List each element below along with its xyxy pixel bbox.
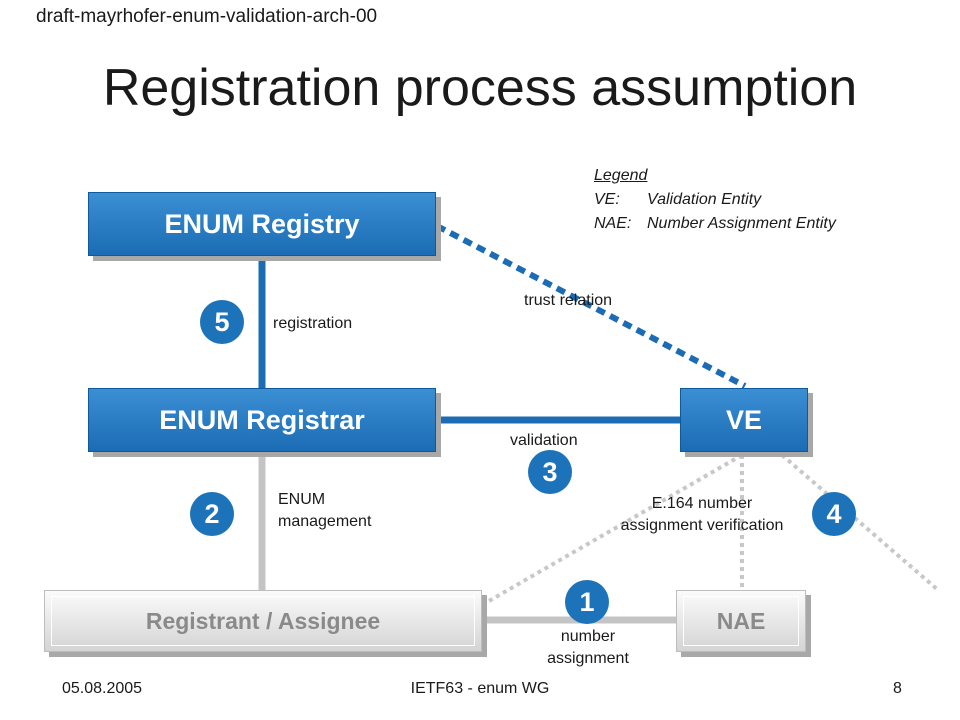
legend-key: NAE: [594,215,632,232]
step-1-badge: 1 [565,580,609,624]
footer-event: IETF63 - enum WG [410,680,550,697]
validation-label: validation [510,432,578,449]
legend-item-nae: NAE: Number Assignment Entity [594,212,836,236]
ve-box: VE [680,388,808,452]
step-5-badge: 5 [200,300,244,344]
legend-item-ve: VE: Validation Entity [594,188,836,212]
legend-title: Legend [594,167,648,184]
nae-box: NAE [676,590,806,652]
enum-registrar-box: ENUM Registrar [88,388,436,452]
registrant-assignee-box: Registrant / Assignee [44,590,482,652]
legend: Legend VE: Validation Entity NAE: Number A… [594,164,836,236]
connector-verification-registrant [481,453,743,607]
draft-identifier: draft-mayrhofer-enum-validation-arch-00 [36,6,378,27]
number-assignment-line1: number [560,628,616,645]
footer-date: 05.08.2005 [62,680,143,697]
verification-label: E.164 number assignment verification [588,493,816,537]
trust-relation-label: trust relation [524,292,613,309]
legend-value: Number Assignment Entity [647,215,836,232]
page-title: Registration process assumption [102,59,858,117]
connector-verification-outside [780,453,940,592]
step-4-badge: 4 [812,492,856,536]
page-number: 8 [893,680,902,697]
connector-trust-relation [435,223,747,389]
legend-value: Validation Entity [647,191,762,208]
legend-key: VE: [594,191,620,208]
registration-label: registration [273,315,353,332]
enum-management-line2: management [278,513,372,530]
step-3-badge: 3 [528,450,572,494]
number-assignment-label: number assignment [522,626,654,670]
verification-line1: E.164 number [651,495,753,512]
enum-management-label: ENUM management [278,489,371,533]
number-assignment-line2: assignment [547,650,629,667]
enum-management-line1: ENUM [278,491,326,508]
step-2-badge: 2 [190,492,234,536]
enum-registry-box: ENUM Registry [88,192,436,256]
verification-line2: assignment verification [620,517,784,534]
